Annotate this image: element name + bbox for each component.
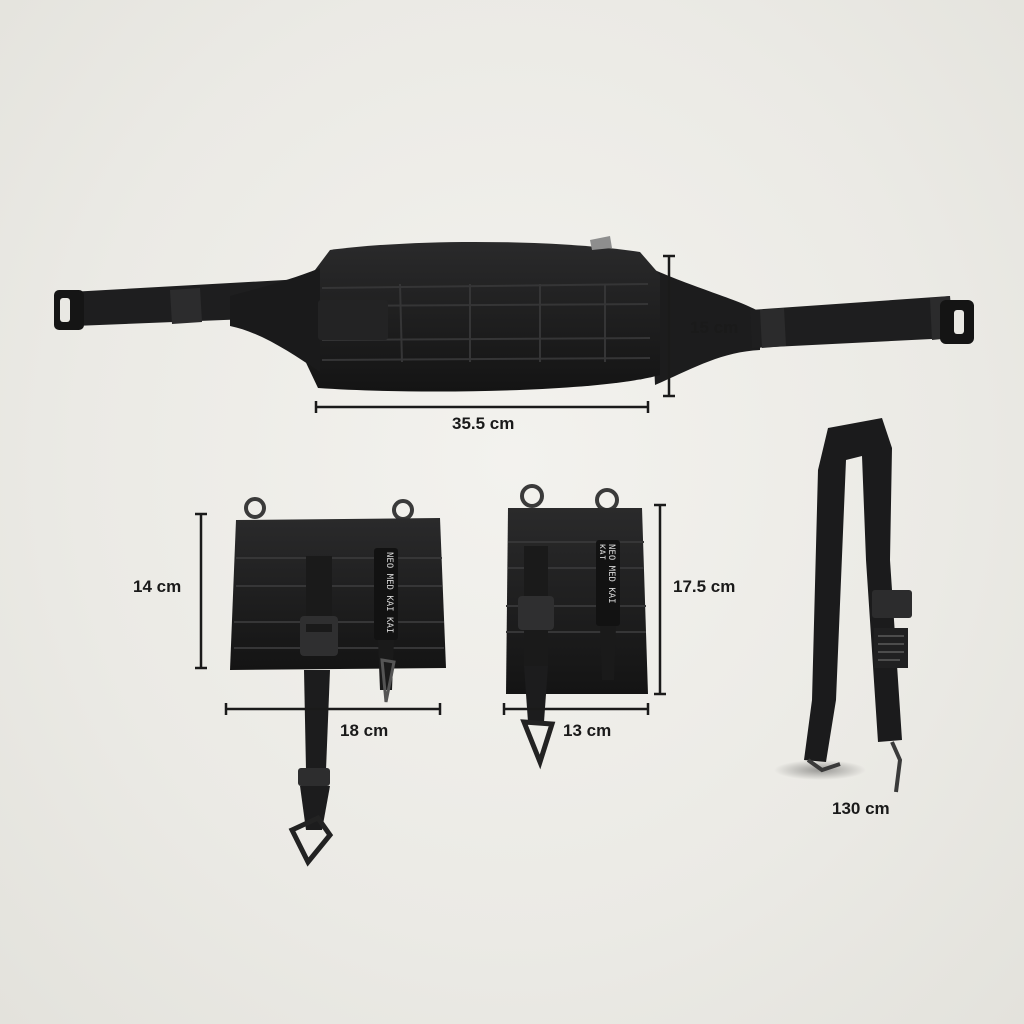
pouch-large [230,497,446,867]
pouch-large-width-label: 18 cm [340,721,389,740]
pouch-small-height-label: 17.5 cm [673,577,736,596]
strap-slider-left [170,288,202,324]
carabiner-icon [288,814,334,867]
d-ring-icon [392,499,414,521]
carabiner-icon [520,719,556,770]
d-ring-icon [520,484,544,508]
strap-adjuster [872,590,912,618]
buckle-right-icon [940,300,974,344]
strap-length-label: 130 cm [832,799,890,818]
strap-label [874,628,908,668]
brand-tab [374,548,398,640]
snap-hook-icon [890,741,903,793]
brand-tab-text: NEO MED KAI KAI [384,552,394,634]
waist-bag-width-label: 35.5 cm [452,414,515,433]
d-ring-icon [595,488,619,512]
buckle-icon [300,616,338,656]
buckle-icon [518,596,554,630]
waist-bag [54,236,974,392]
shoulder-strap [774,418,912,793]
pouch-small-width-label: 13 cm [563,721,612,740]
d-ring-icon [244,497,266,519]
buckle-left-icon [54,290,84,330]
waist-bag-height-label: 15 cm [690,318,739,337]
pouch-small [506,484,648,770]
snap-hook-icon [380,658,396,703]
brand-tab [596,540,620,626]
brand-tab-text: NEO MED KAI KAI [600,544,616,604]
pouch-large-height-label: 14 cm [133,577,182,596]
measure-lines [195,254,675,715]
